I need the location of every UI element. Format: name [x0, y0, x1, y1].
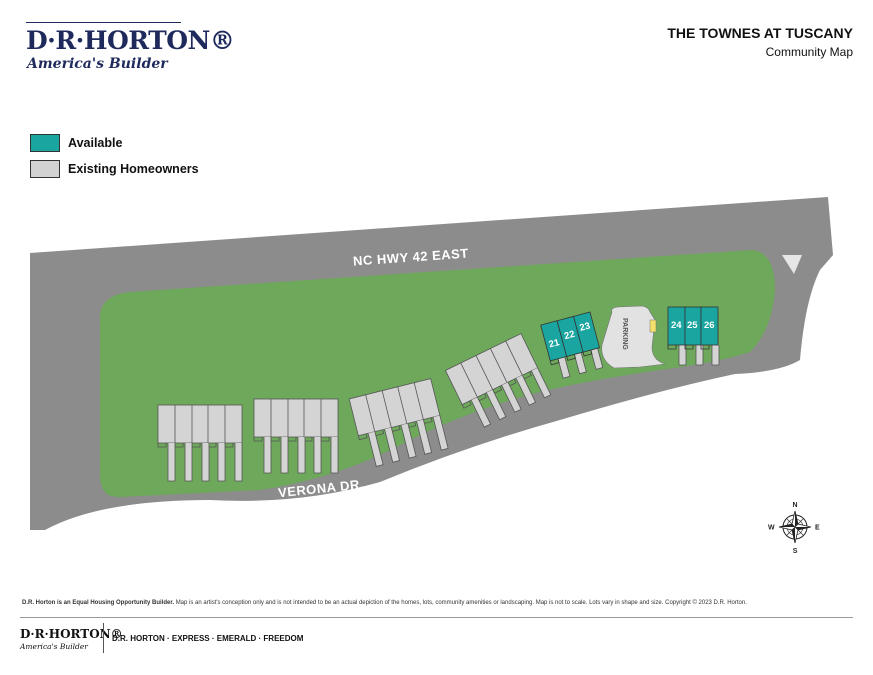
- map-subtitle: Community Map: [765, 45, 853, 59]
- footer-divider: [103, 623, 104, 653]
- footer-logo-tagline: America's Builder: [20, 642, 88, 651]
- logo-rule: [26, 22, 181, 23]
- footer-disclaimer: D.R. Horton is an Equal Housing Opportun…: [22, 600, 747, 606]
- building-group-3: [348, 378, 449, 467]
- compass-rose-icon: N S E W: [768, 502, 820, 555]
- building-group-2: [253, 398, 339, 474]
- lot-label-23: 23: [578, 321, 591, 334]
- map-title: THE TOWNES AT TUSCANY: [667, 25, 853, 41]
- lot-label-24: 24: [671, 320, 682, 331]
- lot-26[interactable]: [700, 306, 719, 346]
- legend-label-available: Available: [68, 136, 123, 150]
- parking-label: PARKING: [621, 318, 628, 350]
- lot-label-21: 21: [548, 337, 562, 351]
- legend-swatch-available: [30, 134, 60, 152]
- building-group-1: [157, 404, 243, 482]
- footer-brands: D.R. HORTON · EXPRESS · EMERALD · FREEDO…: [112, 634, 304, 643]
- logo-tagline: America's Builder: [27, 56, 168, 72]
- footer-disclaimer-bold: D.R. Horton is an Equal Housing Opportun…: [22, 600, 175, 606]
- legend-label-existing: Existing Homeowners: [68, 162, 199, 176]
- legend-item-existing: Existing Homeowners: [30, 156, 199, 182]
- compass-w: W: [768, 525, 775, 532]
- legend-swatch-existing: [30, 160, 60, 178]
- building-group-available-24-26: 24 25 26: [667, 306, 720, 366]
- compass-e: E: [815, 525, 820, 532]
- building-group-available-21-23: 21 22 23: [540, 311, 604, 379]
- mail-kiosk: [649, 319, 657, 333]
- lot-label-26: 26: [704, 320, 715, 331]
- footer-disclaimer-text: Map is an artist's conception only and i…: [175, 600, 747, 606]
- logo-wordmark: D·R·HORTON®: [26, 26, 235, 55]
- community-map: PARKING 21 22 23: [30, 197, 833, 555]
- footer-logo-wordmark: D·R·HORTON®: [20, 627, 123, 641]
- legend-item-available: Available: [30, 130, 199, 156]
- compass-n: N: [793, 502, 798, 509]
- traffic-island: [782, 255, 802, 274]
- footer-logo: D·R·HORTON® America's Builder: [20, 627, 123, 651]
- legend: Available Existing Homeowners: [30, 130, 199, 182]
- lot-label-25: 25: [687, 320, 698, 331]
- lot-label-22: 22: [563, 329, 576, 342]
- lot-23[interactable]: [573, 311, 601, 353]
- compass-s: S: [793, 548, 798, 555]
- footer-rule: [20, 617, 853, 618]
- building-group-4: [444, 333, 552, 428]
- parking-lot: [601, 305, 666, 369]
